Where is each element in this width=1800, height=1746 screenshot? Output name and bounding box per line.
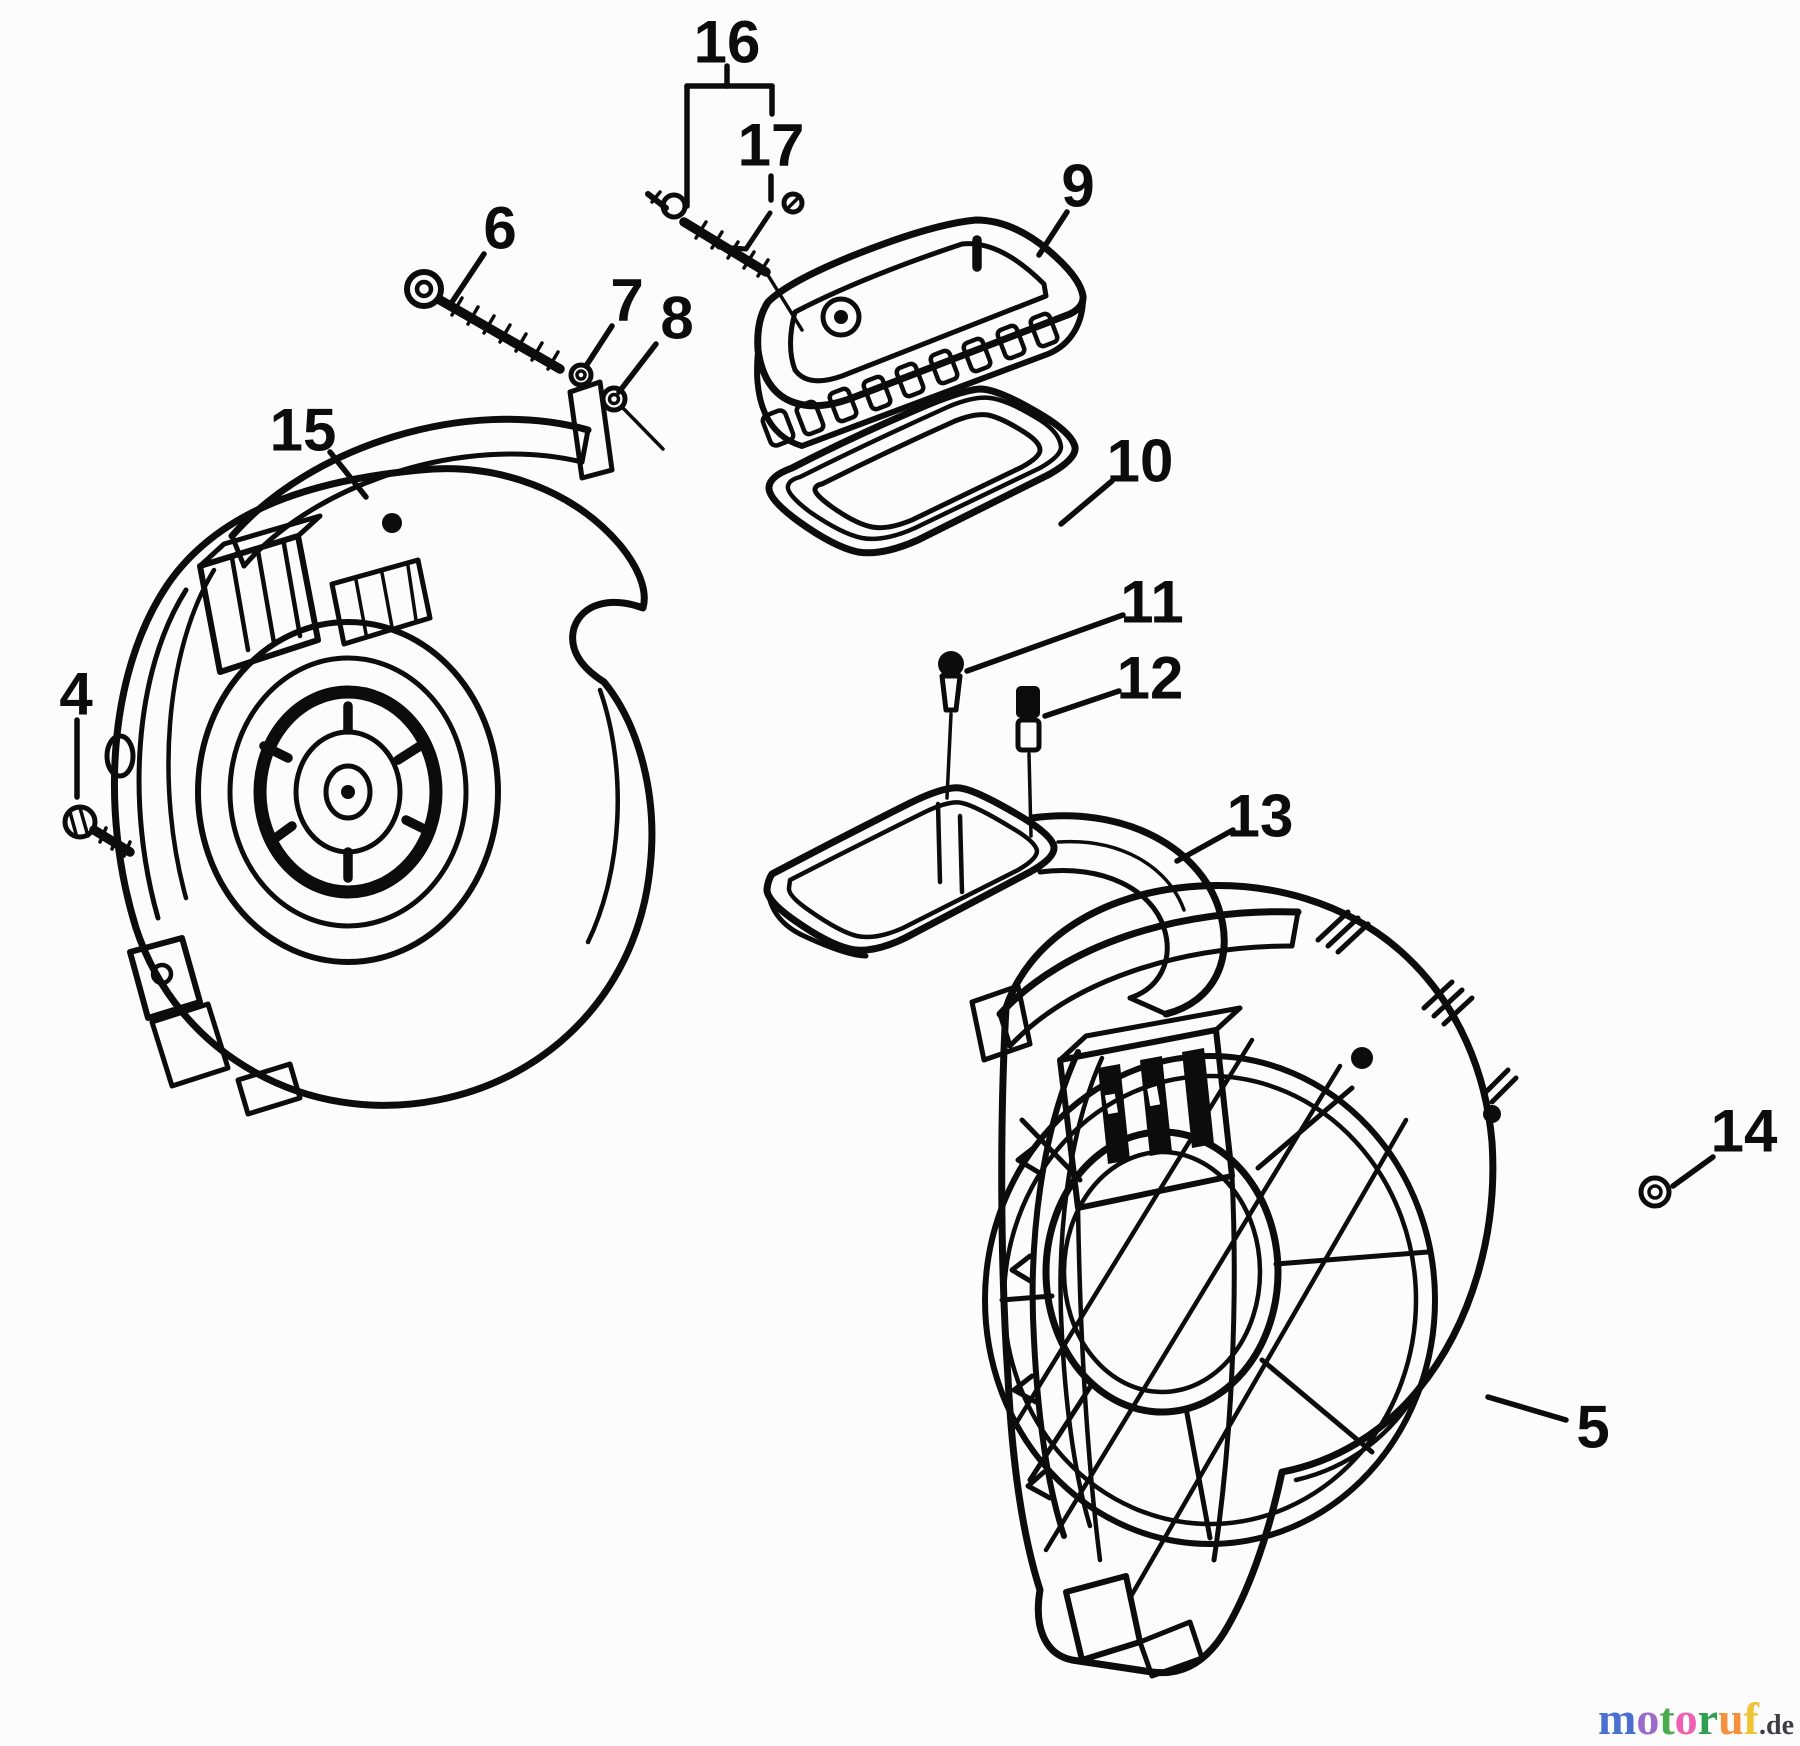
part-15-left-fan-housing-drawing — [104, 379, 656, 1117]
callout-leader-11 — [964, 612, 1126, 674]
part-17-screw-drawing — [781, 191, 805, 215]
part-7-washer-drawing — [568, 362, 594, 388]
watermark-letter: t — [1659, 1693, 1675, 1744]
callout-leader-14 — [1670, 1154, 1716, 1189]
callout-leader-10 — [1058, 478, 1115, 527]
watermark-letter: m — [1598, 1693, 1637, 1744]
part-12-spacer-drawing — [1015, 686, 1042, 838]
part-5-right-fan-housing-drawing — [969, 882, 1519, 1679]
callout-number-12: 12 — [1117, 645, 1184, 712]
callout-leader-6 — [449, 251, 487, 305]
callout-leader-12 — [1042, 688, 1122, 719]
watermark-letter: o — [1674, 1693, 1698, 1744]
callout-leader-8 — [616, 341, 659, 395]
part-10-gasket-drawing — [765, 385, 1079, 557]
callout-number-5: 5 — [1576, 1394, 1609, 1461]
callout-number-11: 11 — [1120, 569, 1183, 636]
callout-number-16: 16 — [694, 9, 761, 76]
callout-number-9: 9 — [1061, 153, 1094, 220]
callout-number-13: 13 — [1227, 783, 1294, 850]
callout-number-4: 4 — [59, 661, 93, 728]
part-16-breather-assembly-drawing — [645, 190, 804, 332]
watermark-letter: u — [1718, 1693, 1744, 1744]
callout-number-7: 7 — [610, 267, 643, 334]
callout-number-8: 8 — [660, 285, 693, 352]
callout-number-15: 15 — [270, 397, 337, 464]
part-9-air-filter-cover-drawing — [754, 216, 1087, 449]
part-13-airbox-base-drawing — [763, 784, 1228, 1018]
callout-number-17: 17 — [738, 112, 805, 179]
part-14-nut-drawing — [1638, 1175, 1672, 1209]
part-6-bolt-drawing — [404, 269, 565, 374]
watermark-brand-letters: motoruf — [1598, 1696, 1759, 1742]
watermark-letter: f — [1743, 1693, 1759, 1744]
callout-leader-7 — [583, 323, 615, 369]
callout-number-14: 14 — [1711, 1098, 1778, 1165]
callout-leader-15 — [327, 449, 369, 500]
watermark-suffix: .de — [1759, 1710, 1794, 1741]
part-11-screw-drawing — [938, 651, 964, 800]
part-4-screw-drawing — [62, 804, 135, 858]
watermark-motoruf[interactable]: motoruf.de — [1598, 1696, 1794, 1742]
callout-leader-9 — [1036, 209, 1070, 258]
callout-leader-5 — [1485, 1394, 1569, 1423]
watermark-letter: o — [1636, 1693, 1660, 1744]
callout-number-6: 6 — [483, 195, 516, 262]
part-8-washer-drawing — [600, 385, 665, 451]
callout-leader-13 — [1174, 827, 1236, 864]
callout-number-10: 10 — [1107, 428, 1174, 495]
watermark-letter: r — [1697, 1693, 1719, 1744]
